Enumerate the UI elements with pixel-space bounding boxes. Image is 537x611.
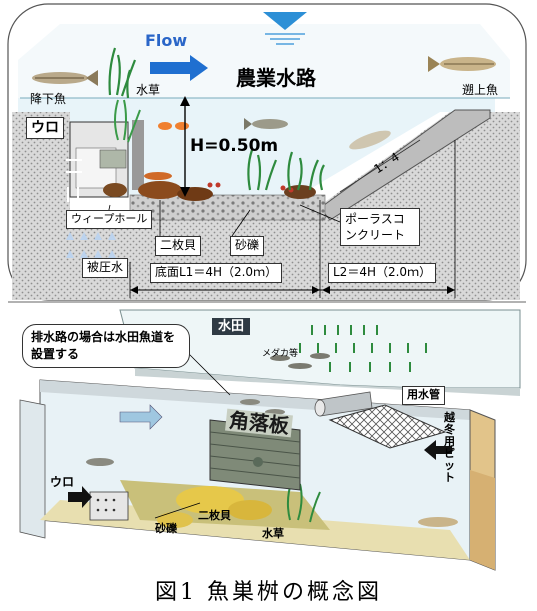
wintering-pit-label: 越冬用ピット [444, 411, 455, 485]
gravel-lower-label: 砂礫 [155, 522, 177, 535]
fish-icon [144, 172, 172, 180]
paddy-label: 水田 [212, 318, 251, 335]
fish-downstream-icon [32, 70, 98, 86]
pit-arrow-icon [424, 440, 452, 460]
figure-caption: 図1 魚巣桝の概念図 [155, 580, 382, 605]
water-plant-label: 水草 [136, 83, 161, 97]
pressure-water-label: 被圧水 [82, 258, 129, 278]
channel-label: 農業水路 [236, 66, 316, 90]
flow-arrow-icon [119, 404, 163, 430]
fish-icon [244, 118, 288, 130]
porous-concrete-text: ポーラスコンクリート [345, 212, 406, 243]
gravel-label: 砂礫 [230, 236, 265, 256]
bottom-length-label: 底面L1＝4H（2.0ｍ） [150, 263, 283, 283]
medaka-label: メダカ等 [262, 349, 299, 359]
drainage-note-text: 排水路の場合は水田魚道を設置する [31, 330, 176, 361]
drainage-note: 排水路の場合は水田魚道を設置する [22, 324, 190, 368]
uro-label: ウロ [26, 117, 64, 140]
slope-length-label: L2＝4H（2.0ｍ） [328, 263, 437, 283]
uro-lower-label: ウロ [50, 475, 75, 489]
shellfish-lower-label: 二枚貝 [198, 509, 231, 522]
upstream-fish-label: 遡上魚 [462, 83, 499, 97]
weep-hole-label: ウィープホール [66, 210, 153, 229]
depth-label: H=0.50m [190, 136, 279, 156]
fish-icon [349, 130, 391, 150]
downstream-fish-label: 降下魚 [30, 92, 67, 106]
flow-arrow-icon [150, 55, 208, 81]
water-plant-lower-label: 水草 [262, 527, 284, 540]
porous-concrete-label: ポーラスコンクリート [340, 208, 420, 247]
uro-arrow-icon [68, 486, 92, 508]
shellfish-label: 二枚貝 [155, 236, 202, 256]
fish-upstream-icon [428, 56, 496, 72]
lower-panel [19, 309, 521, 571]
intake-pipe-label: 用水管 [402, 386, 445, 405]
water-level-icon [263, 12, 307, 30]
flow-label: Flow [145, 31, 188, 50]
